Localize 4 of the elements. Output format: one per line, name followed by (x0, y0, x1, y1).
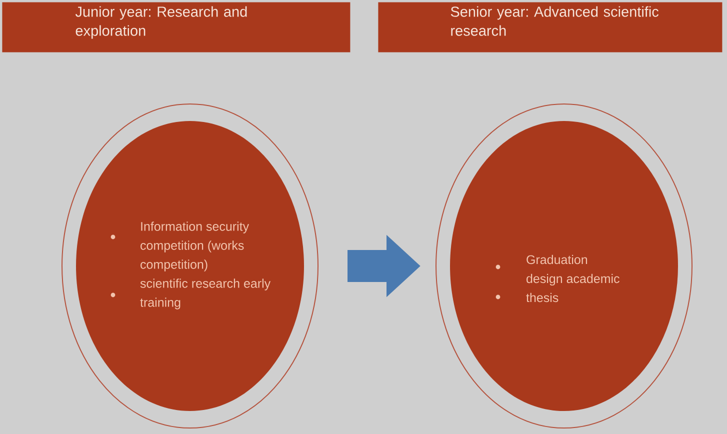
header-band: Senior year: Advanced scientific research (378, 2, 722, 52)
oval-node: Graduation design academic thesis (436, 104, 692, 428)
header-band: Junior year: Research and exploration (2, 2, 350, 52)
oval-node: Information security competition (works competition) scientific research early training (62, 104, 318, 428)
